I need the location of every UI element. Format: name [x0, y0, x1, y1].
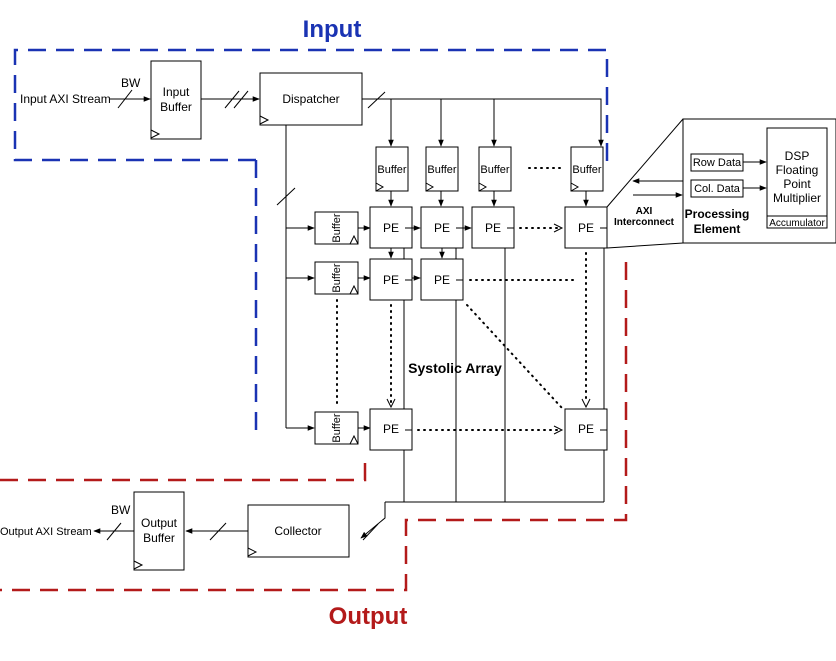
row-buffer-label: Buffer	[331, 413, 343, 442]
column-buffer-2: Buffer	[425, 146, 459, 192]
dsp-label-4: Multiplier	[773, 191, 821, 205]
column-buffer-label: Buffer	[427, 164, 456, 176]
pe-label: PE	[578, 422, 594, 436]
accumulator-box	[766, 215, 828, 229]
input-buffer-box: Input Buffer	[150, 60, 202, 140]
bw-in-label: BW	[121, 76, 141, 90]
pe-r3-c4: PE	[564, 408, 608, 451]
bus-slash	[362, 523, 379, 541]
pe-label: PE	[485, 221, 501, 235]
dispatcher-label: Dispatcher	[282, 92, 339, 106]
column-buffer-4: Buffer	[570, 146, 604, 192]
axi-interconnect-label-1: AXI	[636, 206, 653, 217]
axi-interconnect-label-2: Interconnect	[614, 217, 675, 228]
bus-slash	[106, 522, 122, 541]
output-stream-label: Output AXI Stream	[0, 526, 92, 538]
input-buffer-label-1: Input	[163, 85, 190, 99]
pe-label: PE	[434, 273, 450, 287]
output-buffer-box: Output Buffer	[133, 491, 185, 571]
pe-r1-c3: PE	[471, 206, 515, 249]
dispatcher-box: Dispatcher	[259, 72, 363, 126]
dsp-label-3: Point	[783, 177, 811, 191]
input-buffer-label-2: Buffer	[160, 100, 192, 114]
bus-slash	[209, 522, 227, 541]
bus-slash	[117, 89, 133, 109]
bus-slash	[224, 90, 240, 109]
input-region-outline	[13, 48, 609, 432]
output-region-title: Output	[329, 603, 408, 630]
row-buffer-3: Buffer	[314, 411, 359, 445]
processing-element-title-1: Processing	[685, 207, 750, 221]
pe-r2-c1: PE	[369, 258, 413, 301]
array-to-collector-arrow	[360, 502, 386, 539]
pe-r3-c1: PE	[369, 408, 413, 451]
bus-slash	[367, 91, 386, 109]
pe-label: PE	[383, 221, 399, 235]
collector-box: Collector	[247, 504, 350, 558]
row-buffer-1: Buffer	[314, 211, 359, 245]
row-buffer-label: Buffer	[331, 213, 343, 242]
output-buffer-label-2: Buffer	[143, 531, 175, 545]
array-ellipsis-dots	[386, 223, 591, 435]
pe-r1-c1: PE	[369, 206, 413, 249]
bw-out-label: BW	[111, 503, 131, 517]
row-buffer-2: Buffer	[314, 261, 359, 295]
column-buffer-3: Buffer	[478, 146, 512, 192]
pe-r1-c4: PE	[564, 206, 608, 249]
pe-label: PE	[578, 221, 594, 235]
input-stream-label: Input AXI Stream	[20, 92, 111, 106]
column-buffer-1: Buffer	[375, 146, 409, 192]
pe-label: PE	[383, 273, 399, 287]
dispatcher-column-bus	[362, 98, 604, 147]
output-region-outline	[0, 262, 628, 592]
accumulator-label: Accumulator	[769, 218, 825, 229]
row-data-label: Row Data	[693, 157, 742, 169]
processing-element-title-2: Element	[694, 222, 741, 236]
pe-label: PE	[434, 221, 450, 235]
dsp-label-2: Floating	[776, 163, 819, 177]
column-buffer-label: Buffer	[572, 164, 601, 176]
collector-label: Collector	[274, 524, 321, 538]
pe-label: PE	[383, 422, 399, 436]
zoom-line-top	[606, 118, 684, 208]
input-region-title: Input	[303, 16, 362, 43]
dsp-label-1: DSP	[785, 149, 810, 163]
output-buffer-label-1: Output	[141, 516, 178, 530]
pe-r1-c2: PE	[420, 206, 464, 249]
bus-slash	[276, 187, 296, 206]
column-buffer-label: Buffer	[377, 164, 406, 176]
bus-slash	[233, 90, 249, 109]
systolic-array-label: Systolic Array	[408, 360, 502, 376]
row-buffer-label: Buffer	[331, 263, 343, 292]
col-data-label: Col. Data	[694, 183, 741, 195]
processing-element-detail: Processing Element Row Data Col. Data DS…	[682, 118, 836, 244]
zoom-line-bottom	[606, 242, 684, 249]
pe-r2-c2: PE	[420, 258, 464, 301]
column-buffer-label: Buffer	[480, 164, 509, 176]
